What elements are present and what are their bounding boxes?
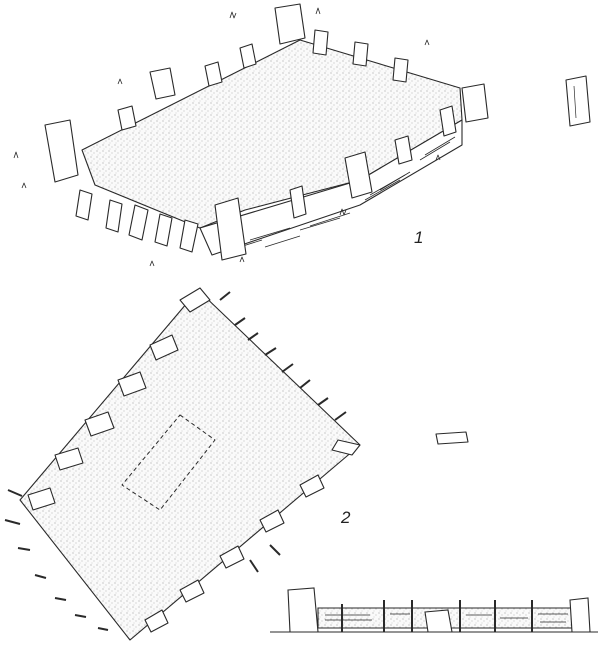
standing-stones-top-edge [117, 3, 409, 131]
wall-hatching [229, 136, 456, 251]
standing-stones-left-edge [44, 119, 199, 253]
grass-tufts [13, 7, 441, 267]
plan-posts [4, 291, 347, 631]
elevation-stone-right [569, 597, 591, 633]
figure-label-1: 1 [414, 228, 424, 247]
elevation-posts [341, 600, 533, 632]
figure-label-2: 2 [341, 508, 351, 527]
elevation-gap-stone [424, 609, 453, 633]
inner-grave-outline [121, 414, 216, 511]
isolated-standing-stone [565, 75, 591, 127]
plan-slabs-left-edge [27, 287, 211, 511]
plan-slabs-right-edge [144, 439, 361, 633]
plan-view-enclosure [4, 287, 469, 641]
perspective-view-enclosure [13, 3, 591, 267]
elevation-stone-left [287, 587, 319, 633]
elevation-view [270, 587, 598, 633]
elevation-hatching [325, 613, 568, 623]
standing-stones-right-edge [214, 83, 489, 261]
plan-isolated-stone [435, 431, 469, 445]
plan-floor [19, 289, 361, 641]
